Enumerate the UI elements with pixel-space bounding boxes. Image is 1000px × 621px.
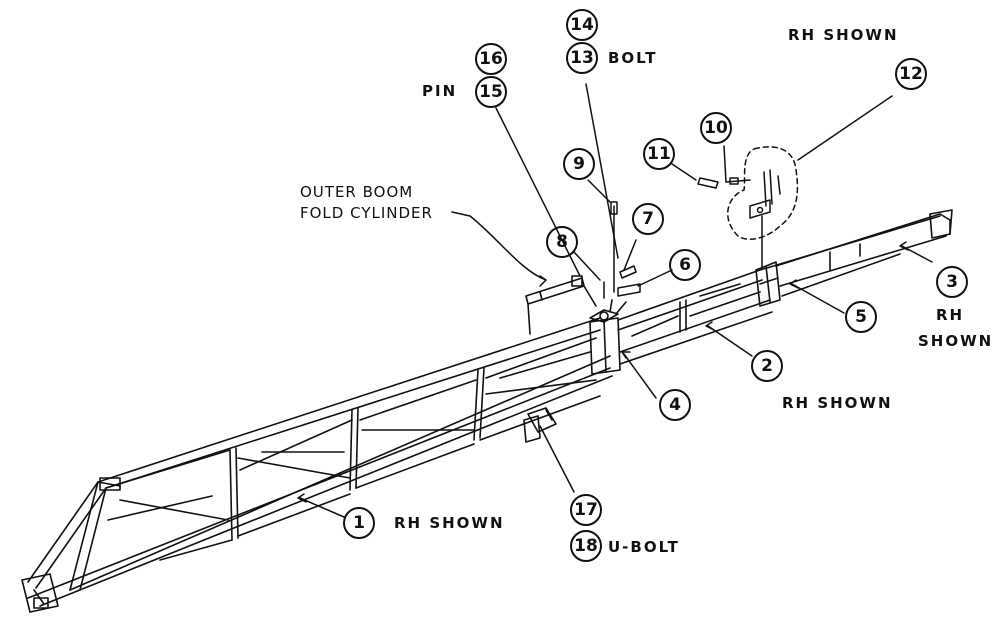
hinge-post bbox=[589, 299, 627, 375]
label-u-bolt: U-BOLT bbox=[608, 538, 680, 556]
label-rh-3: RH bbox=[936, 306, 964, 324]
callout-5: 5 bbox=[855, 307, 867, 327]
callout-3: 3 bbox=[946, 272, 958, 292]
boom-section-3 bbox=[775, 209, 953, 297]
leader-lines bbox=[297, 83, 933, 518]
callout-10: 10 bbox=[704, 118, 728, 138]
callout-14: 14 bbox=[570, 15, 594, 35]
callout-1: 1 bbox=[353, 513, 365, 533]
detail-bracket bbox=[697, 146, 799, 240]
label-bolt: BOLT bbox=[608, 49, 658, 67]
label-outer-boom: OUTER BOOM bbox=[300, 183, 413, 201]
callout-7: 7 bbox=[642, 209, 654, 229]
fold-cylinder bbox=[525, 275, 597, 335]
label-fold-cylinder: FOLD CYLINDER bbox=[300, 204, 433, 222]
boom-section-2 bbox=[617, 215, 941, 365]
callout-8: 8 bbox=[556, 232, 568, 252]
callout-16: 16 bbox=[479, 49, 503, 69]
boom-section-1 bbox=[21, 317, 613, 613]
callout-2: 2 bbox=[761, 356, 773, 376]
callout-18: 18 bbox=[574, 536, 598, 556]
callout-11: 11 bbox=[647, 144, 671, 164]
callout-4: 4 bbox=[669, 395, 681, 415]
callout-9: 9 bbox=[573, 154, 585, 174]
callout-15: 15 bbox=[479, 82, 503, 102]
u-bolt-hardware bbox=[523, 407, 557, 443]
callout-6: 6 bbox=[679, 255, 691, 275]
callout-circles bbox=[343, 9, 968, 562]
callout-13: 13 bbox=[570, 48, 594, 68]
pin-hardware bbox=[603, 201, 763, 299]
callout-12: 12 bbox=[899, 64, 923, 84]
hinge-bracket bbox=[755, 261, 781, 307]
label-rh-shown-top: RH SHOWN bbox=[788, 26, 899, 44]
label-shown-3: SHOWN bbox=[918, 332, 993, 350]
label-pin: PIN bbox=[422, 82, 457, 100]
label-rh-shown-1: RH SHOWN bbox=[394, 514, 505, 532]
callout-17: 17 bbox=[574, 500, 598, 520]
label-rh-shown-2: RH SHOWN bbox=[782, 394, 893, 412]
